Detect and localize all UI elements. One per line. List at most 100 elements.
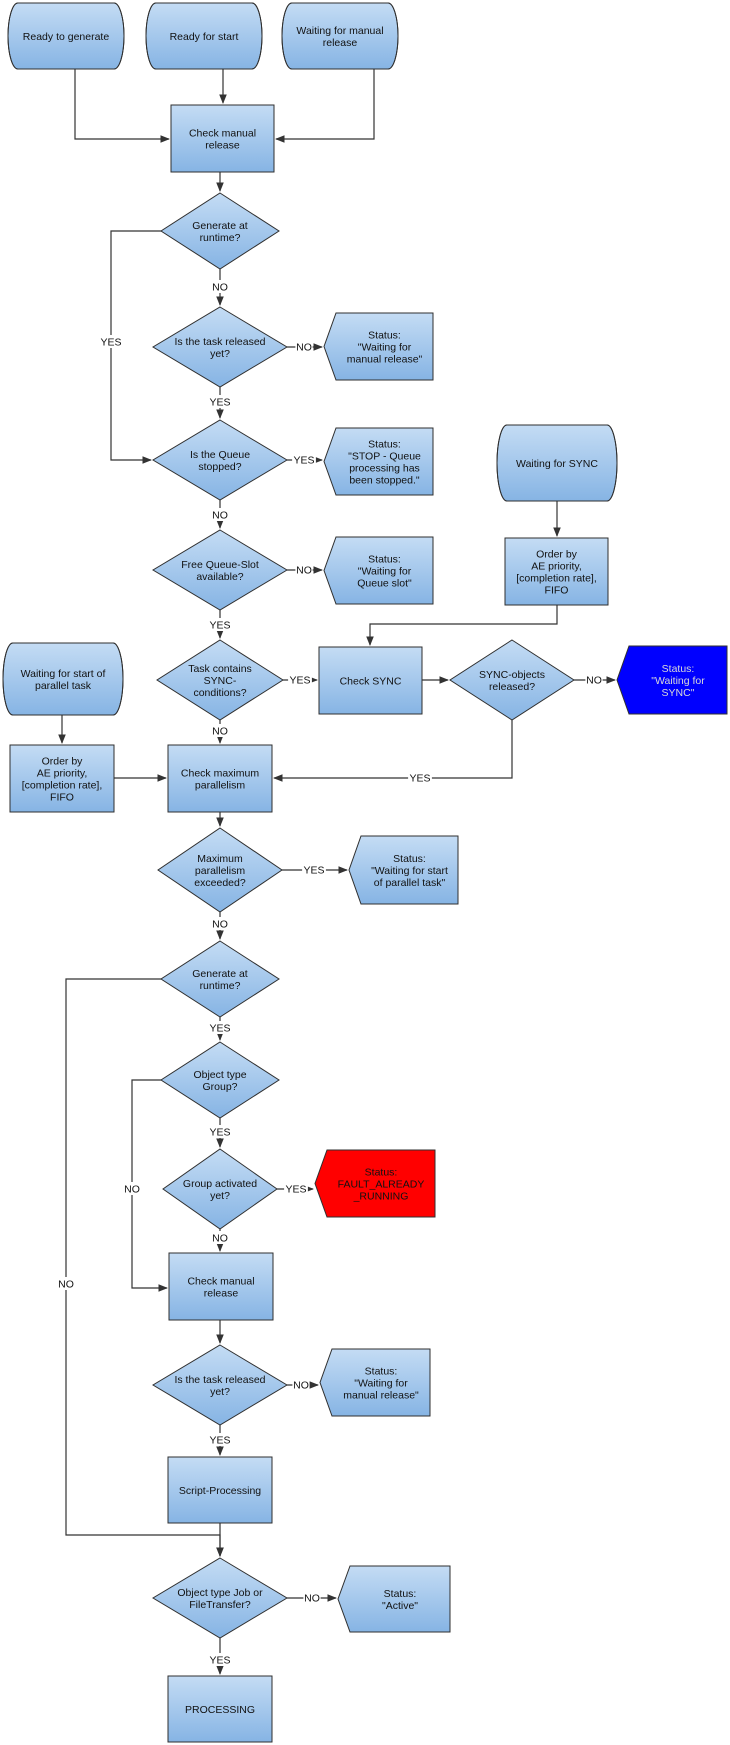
decision-diamond (152, 529, 288, 611)
edge-label-free_queue_slot-to-task_sync_conditions: YES (208, 618, 232, 632)
svg-text:NO: NO (586, 675, 602, 687)
node-label: Check SYNC (340, 676, 402, 688)
edge-label-object_type_job-to-status_active: NO (303, 1591, 321, 1605)
edge-label-sync_released-to-status_waiting_sync: NO (585, 673, 603, 687)
edge-label-task_released_1-to-status_waiting_manual_1: NO (295, 340, 313, 354)
edge-label-task_sync_conditions-to-check_sync: YES (288, 673, 312, 687)
node-ready_start: Ready for start (145, 2, 263, 70)
edge-label-task_released_2-to-script_processing: YES (208, 1433, 232, 1447)
decision-diamond (152, 306, 288, 388)
node-label: Ready to generate (23, 31, 110, 43)
node-label: Script-Processing (179, 1485, 261, 1497)
process-box (318, 646, 423, 715)
process-box (170, 104, 275, 173)
process-box (167, 1456, 273, 1524)
edge-ready_generate-to-check_manual_release_1 (74, 69, 170, 143)
decision-diamond (156, 639, 284, 721)
decision-diamond (162, 1148, 278, 1230)
edge-label-max_parallelism_exceeded-to-status_waiting_parallel: YES (302, 863, 326, 877)
status-display-shape (616, 645, 728, 715)
process-box (9, 744, 115, 813)
node-script_processing: Script-Processing (167, 1456, 273, 1524)
node-label: Waiting for SYNC (516, 458, 598, 470)
status-display-shape (348, 835, 459, 905)
node-check_sync: Check SYNC (318, 646, 423, 715)
node-waiting_sync: Waiting for SYNC (496, 424, 618, 502)
edge-label-free_queue_slot-to-status_waiting_queue_slot: NO (295, 563, 313, 577)
svg-text:NO: NO (293, 1380, 309, 1392)
svg-text:YES: YES (209, 1435, 230, 1447)
svg-text:YES: YES (209, 397, 230, 409)
edge-label-group_activated-to-check_manual_release_2: NO (211, 1231, 229, 1245)
svg-text:NO: NO (212, 919, 228, 931)
edge-waiting_manual_release-to-check_manual_release_1 (275, 69, 375, 143)
status-display-shape (323, 427, 434, 496)
edge-label-queue_stopped-to-status_stop_queue: YES (292, 453, 316, 467)
decision-diamond (152, 1557, 288, 1639)
edge-label-object_type_group-to-group_activated: YES (208, 1125, 232, 1139)
svg-text:NO: NO (124, 1184, 140, 1196)
node-status_fault: Status:FAULT_ALREADY_RUNNING (314, 1149, 436, 1218)
node-label: Ready for start (170, 31, 239, 43)
process-box (168, 1252, 274, 1321)
node-processing: PROCESSING (167, 1675, 273, 1743)
edge-label-generate_runtime_2-to-object_type_job: NO (57, 1277, 75, 1291)
decision-diamond (160, 192, 280, 270)
svg-text:NO: NO (296, 342, 312, 354)
svg-text:NO: NO (296, 565, 312, 577)
svg-text:YES: YES (293, 455, 314, 467)
svg-text:YES: YES (100, 337, 121, 349)
process-box (167, 744, 273, 813)
edge-label-queue_stopped-to-free_queue_slot: NO (211, 508, 229, 522)
svg-text:YES: YES (209, 620, 230, 632)
decision-diamond (152, 419, 288, 501)
edge-label-generate_runtime_1-to-queue_stopped: YES (99, 335, 123, 349)
edge-label-task_released_1-to-queue_stopped: YES (208, 395, 232, 409)
node-ready_generate: Ready to generate (7, 2, 125, 70)
svg-text:YES: YES (209, 1023, 230, 1035)
status-display-shape (323, 536, 434, 605)
process-box (504, 537, 609, 606)
svg-text:YES: YES (209, 1127, 230, 1139)
svg-text:NO: NO (212, 726, 228, 738)
status-display-shape (337, 1565, 451, 1633)
svg-text:NO: NO (304, 1593, 320, 1605)
edge-sync_released-to-check_max_parallelism (273, 720, 513, 782)
svg-text:NO: NO (58, 1279, 74, 1291)
status-display-shape (323, 312, 434, 381)
edge-label-group_activated-to-status_fault: YES (284, 1182, 308, 1196)
